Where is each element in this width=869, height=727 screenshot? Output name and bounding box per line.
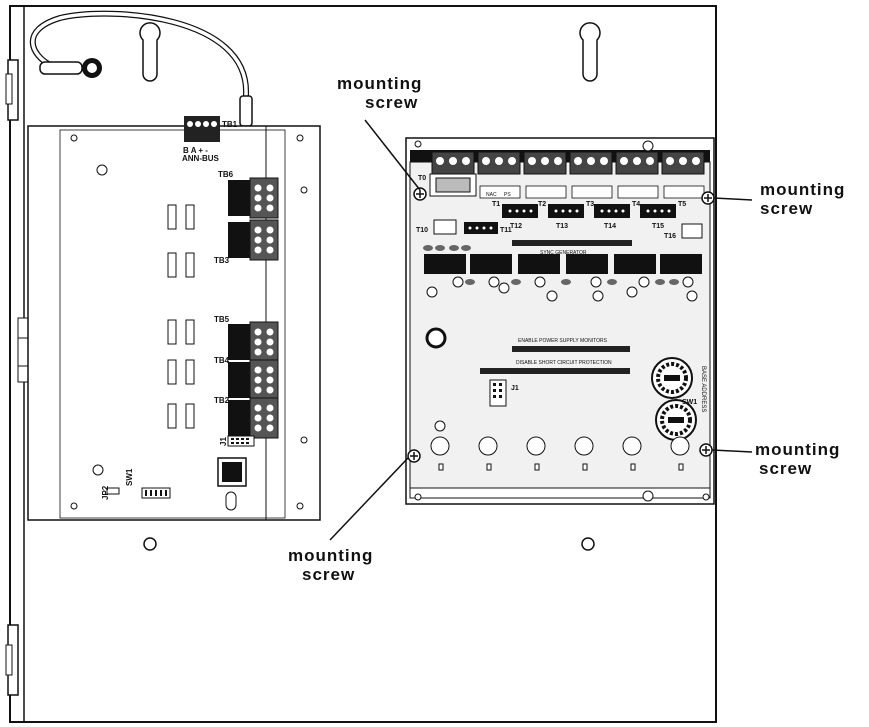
jp2-label: JP2 <box>101 485 110 500</box>
callout-top-left-line2: screw <box>365 93 419 112</box>
t10-label: T10 <box>416 227 428 234</box>
tb5-label: TB5 <box>214 315 230 324</box>
ground-wire <box>29 10 253 127</box>
callout-bottom-left: mounting screw <box>288 546 373 584</box>
ann-bus-label: ANN-BUS <box>182 154 220 163</box>
t14-label: T14 <box>604 223 616 230</box>
callout-top-left-line1: mounting <box>337 74 423 93</box>
base-address-label: BASE ADDRESS <box>700 366 706 412</box>
base-address-dials <box>651 357 697 441</box>
tb6-label: TB6 <box>218 170 234 179</box>
tb3-label: TB3 <box>214 256 230 265</box>
left-terminal-blocks <box>228 177 279 439</box>
j1-right-label: J1 <box>511 385 519 392</box>
ps-label-1: PS <box>504 192 511 198</box>
t13-label: T13 <box>556 223 568 230</box>
callout-top-left: mounting screw <box>337 74 422 112</box>
relay-row <box>424 254 702 274</box>
j1-left-label: J1 <box>219 437 228 446</box>
t15-label: T15 <box>652 223 664 230</box>
right-board <box>405 137 715 505</box>
t11-label: T11 <box>500 227 512 234</box>
callout-top-right-line1: mounting <box>760 180 846 199</box>
tb4-label: TB4 <box>214 356 230 365</box>
t3-label: T3 <box>586 201 594 208</box>
left-board <box>27 116 321 521</box>
right-mid-connectors <box>433 204 703 246</box>
tb1-label: TB1 <box>222 120 238 129</box>
short-circuit-label: DISABLE SHORT CIRCUIT PROTECTION <box>516 360 612 366</box>
t16-label: T16 <box>664 233 676 240</box>
t5-label: T5 <box>678 201 686 208</box>
sw1-right-label: SW1 <box>682 399 697 406</box>
callout-bottom-right-line2: screw <box>759 459 813 478</box>
sync-generator-label: SYNC GENERATOR <box>540 250 587 256</box>
nac-label-1: NAC <box>486 192 497 198</box>
right-top-terminals <box>429 151 705 199</box>
callout-bottom-right: mounting screw <box>755 440 840 478</box>
left-board-labels: TB1 B A + - ANN-BUS TB6 TB3 TB5 TB4 TB2 … <box>101 120 238 500</box>
sw1-left-label: SW1 <box>125 468 134 486</box>
t12-label: T12 <box>510 223 522 230</box>
callout-top-right: mounting screw <box>760 180 845 218</box>
t2-label: T2 <box>538 201 546 208</box>
callout-bottom-right-line1: mounting <box>755 440 841 459</box>
component-dots <box>423 245 698 349</box>
tb1-pins-label: B A + - <box>183 146 208 155</box>
callout-top-right-line2: screw <box>760 199 814 218</box>
callout-bottom-left-line2: screw <box>302 565 356 584</box>
bottom-holes <box>430 420 690 471</box>
t4-label: T4 <box>632 201 640 208</box>
tb2-label: TB2 <box>214 396 230 405</box>
t0-label: T0 <box>418 175 426 182</box>
power-supply-monitors-label: ENABLE POWER SUPPLY MONITORS <box>518 338 608 344</box>
right-board-labels: T0 T1 T2 T3 T4 T5 NAC PS T10 T11 T12 T13… <box>416 175 706 412</box>
callout-leader-lines <box>329 119 753 541</box>
callout-bottom-left-line1: mounting <box>288 546 374 565</box>
mounting-screws <box>407 187 715 463</box>
t1-label: T1 <box>492 201 500 208</box>
